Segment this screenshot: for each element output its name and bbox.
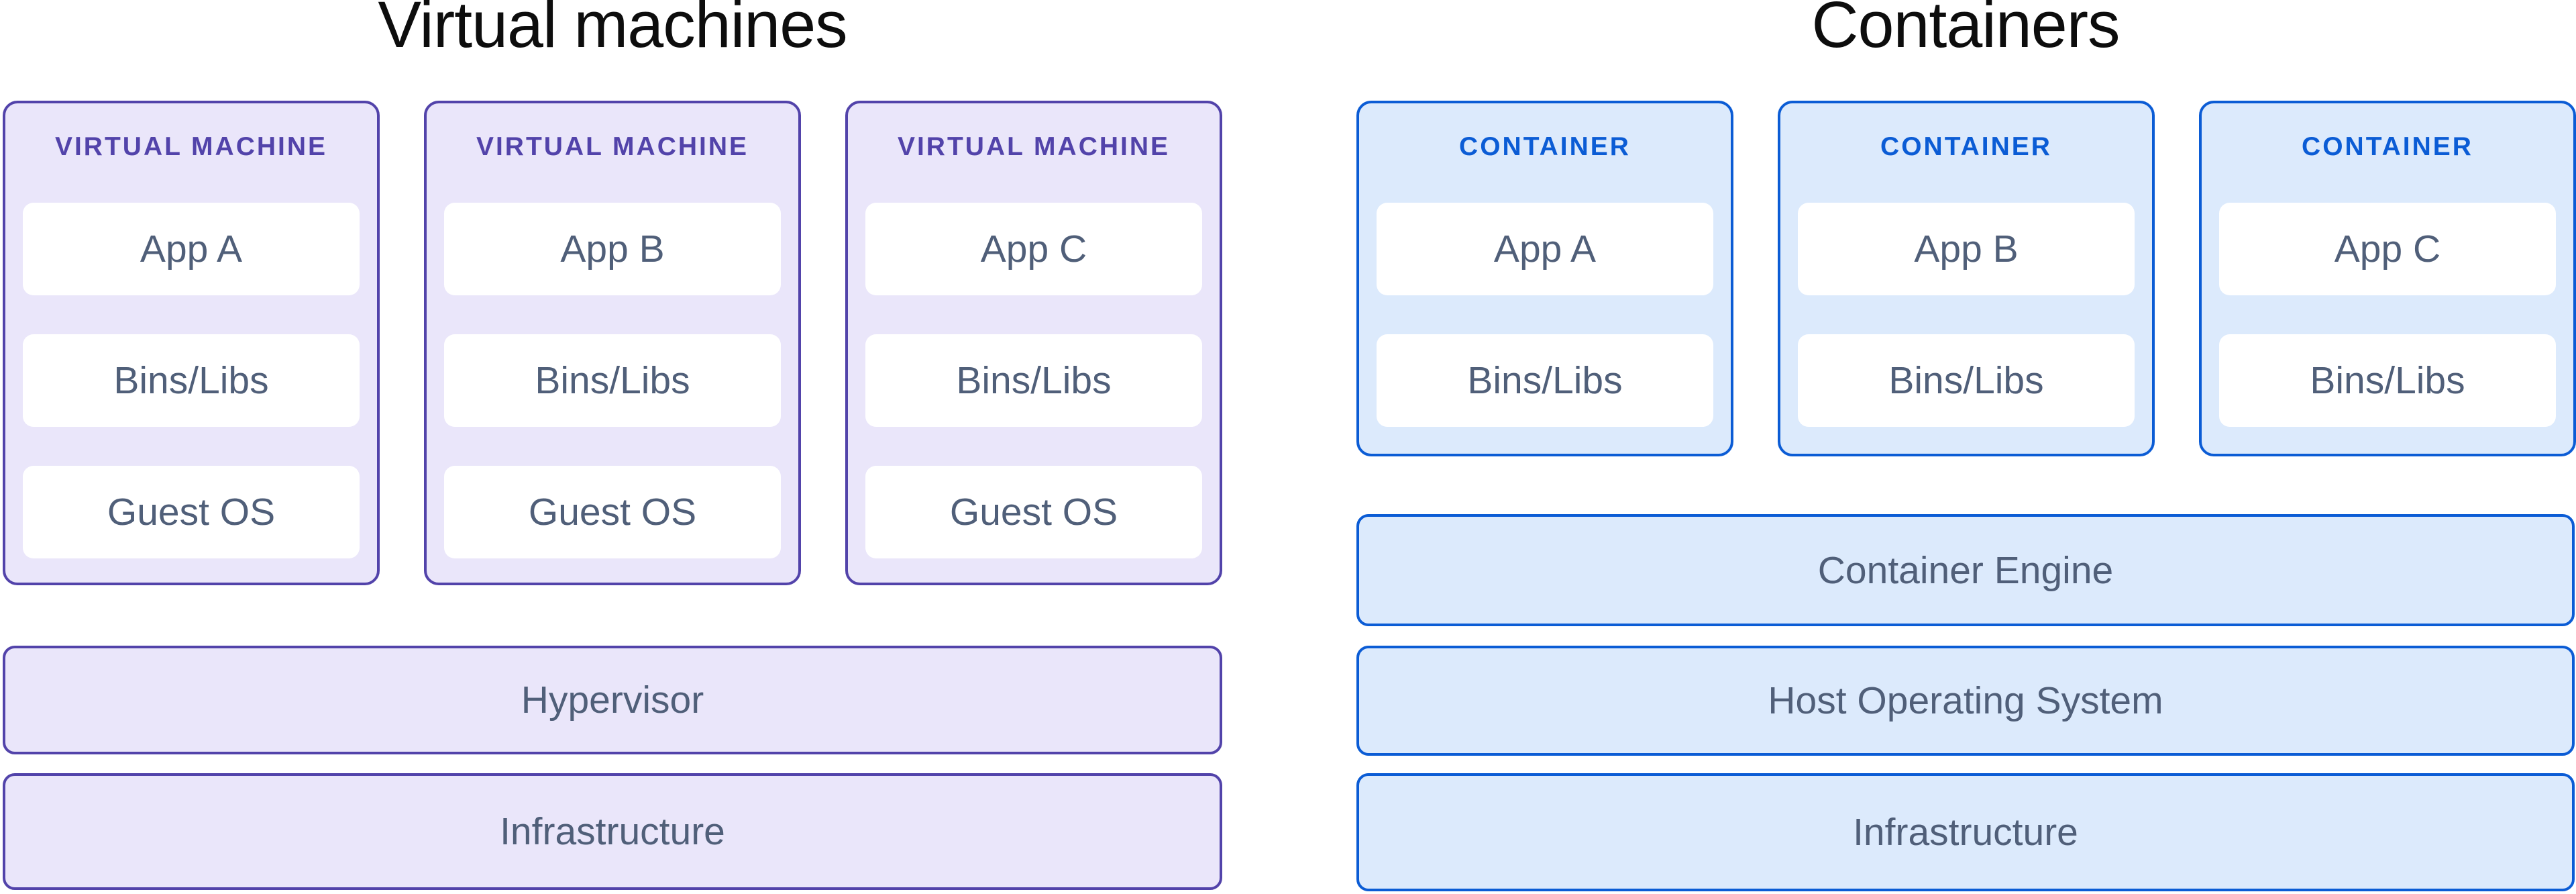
app-box: App C bbox=[865, 203, 1202, 295]
bins-libs-box: Bins/Libs bbox=[1798, 334, 2135, 427]
container-card-header: CONTAINER bbox=[2302, 132, 2473, 161]
container-card: CONTAINER App B Bins/Libs bbox=[1778, 101, 2155, 456]
container-card: CONTAINER App A Bins/Libs bbox=[1356, 101, 1733, 456]
bins-libs-box: Bins/Libs bbox=[865, 334, 1202, 427]
app-box: App A bbox=[23, 203, 360, 295]
container-card-header: CONTAINER bbox=[1880, 132, 2052, 161]
host-operating-system-bar: Host Operating System bbox=[1356, 646, 2575, 756]
container-card: CONTAINER App C Bins/Libs bbox=[2199, 101, 2576, 456]
bins-libs-box: Bins/Libs bbox=[1377, 334, 1713, 427]
bins-libs-box: Bins/Libs bbox=[444, 334, 781, 427]
infrastructure-bar-left: Infrastructure bbox=[3, 773, 1222, 890]
guest-os-box: Guest OS bbox=[444, 466, 781, 558]
vm-column-title: Virtual machines bbox=[378, 0, 847, 61]
app-box: App B bbox=[1798, 203, 2135, 295]
containers-column-title: Containers bbox=[1811, 0, 2120, 61]
container-engine-bar: Container Engine bbox=[1356, 514, 2575, 626]
app-box: App B bbox=[444, 203, 781, 295]
bins-libs-box: Bins/Libs bbox=[2219, 334, 2556, 427]
vm-card-header: VIRTUAL MACHINE bbox=[54, 132, 328, 161]
vm-card: VIRTUAL MACHINE App A Bins/Libs Guest OS bbox=[3, 101, 380, 585]
container-card-header: CONTAINER bbox=[1459, 132, 1631, 161]
bins-libs-box: Bins/Libs bbox=[23, 334, 360, 427]
app-box: App A bbox=[1377, 203, 1713, 295]
hypervisor-bar: Hypervisor bbox=[3, 646, 1222, 754]
vm-card: VIRTUAL MACHINE App C Bins/Libs Guest OS bbox=[845, 101, 1222, 585]
guest-os-box: Guest OS bbox=[23, 466, 360, 558]
app-box: App C bbox=[2219, 203, 2556, 295]
vm-card-header: VIRTUAL MACHINE bbox=[476, 132, 749, 161]
guest-os-box: Guest OS bbox=[865, 466, 1202, 558]
infrastructure-bar-right: Infrastructure bbox=[1356, 773, 2575, 891]
vm-card-header: VIRTUAL MACHINE bbox=[897, 132, 1171, 161]
vm-card: VIRTUAL MACHINE App B Bins/Libs Guest OS bbox=[424, 101, 801, 585]
